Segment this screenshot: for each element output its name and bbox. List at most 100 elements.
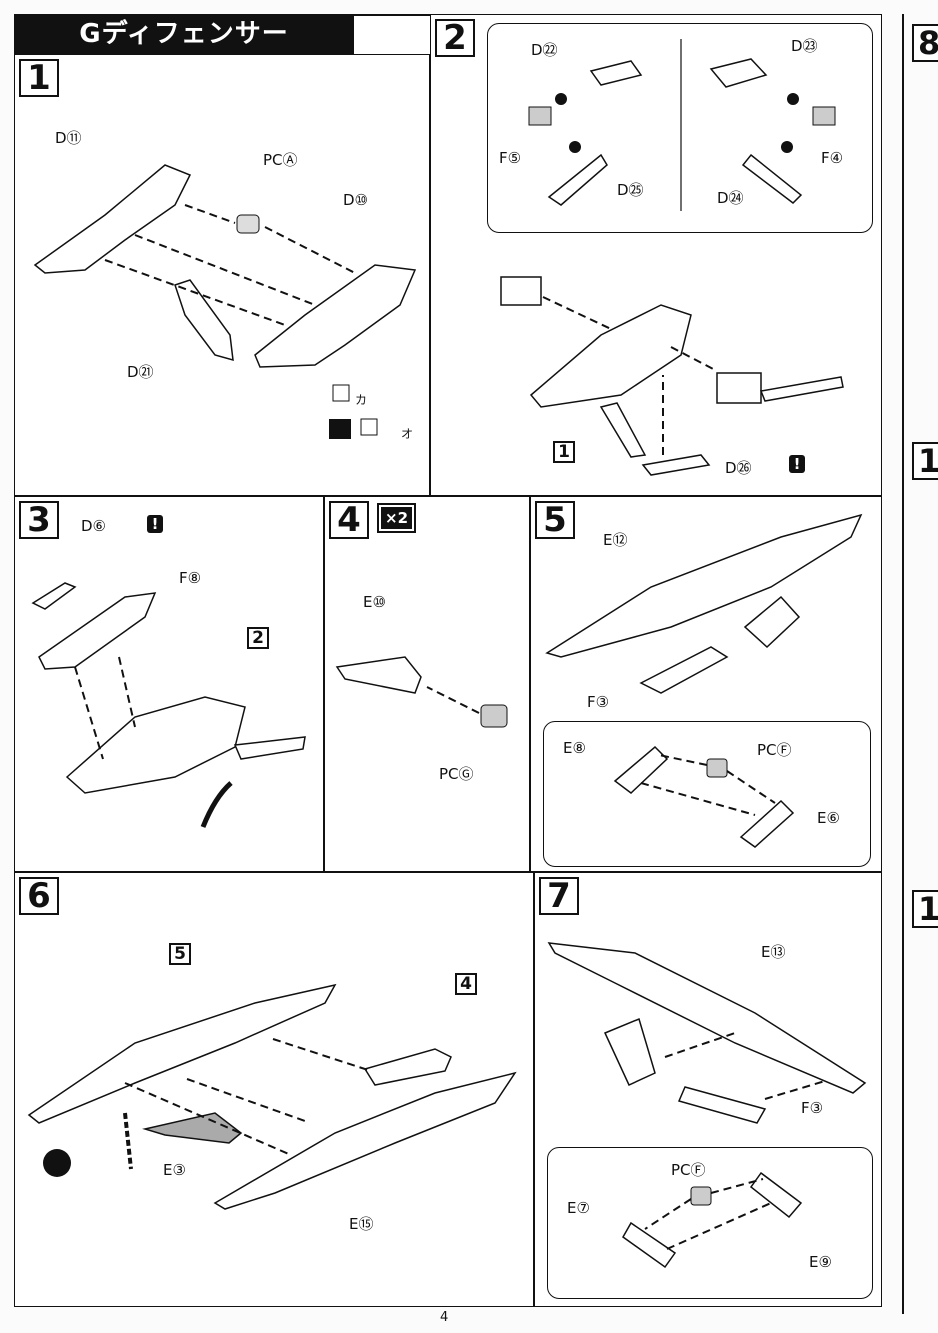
d25-part (547, 153, 608, 206)
e15-part (213, 1071, 517, 1210)
e10-part (363, 1048, 452, 1086)
assembly-arrow (74, 666, 104, 760)
down-arrow-icon (123, 1112, 133, 1170)
step-number: 1 (912, 890, 938, 928)
order-icon (569, 141, 581, 153)
step-number: 4 (329, 501, 369, 539)
part-label: E⑮ (349, 1215, 374, 1233)
step-6-diagram (27, 983, 517, 1210)
e7-part (622, 1221, 677, 1269)
sticker-icon (360, 418, 378, 436)
step-5-panel: 5 E⑫ F③ E⑧ PCⒻ E⑥ (530, 496, 882, 872)
part-label: E⑨ (809, 1253, 832, 1271)
arm-part (603, 1017, 656, 1086)
assembly-arrow (658, 754, 708, 766)
detail-callout (543, 721, 871, 867)
wing-part (599, 402, 647, 458)
d6-part (31, 582, 77, 610)
f8-part (38, 592, 157, 670)
step-1-diagram (33, 164, 417, 439)
arm-part (743, 595, 801, 649)
part-label: D㉕ (617, 181, 644, 199)
sticker-label: カ (355, 393, 368, 407)
d21-part (174, 279, 234, 362)
e10-part (335, 656, 422, 694)
detail-callout (547, 1147, 873, 1299)
step-number: 5 (535, 501, 575, 539)
step-6-panel: 6 5 4 E③ E⑮ (14, 872, 534, 1307)
step-7-diagram (547, 942, 867, 1269)
pc-f-part (706, 758, 728, 778)
e12-part (545, 513, 863, 658)
part-label: PCⒻ (671, 1161, 706, 1179)
quantity-badge: ×2 (376, 503, 417, 533)
symbol-icon (329, 419, 351, 439)
assembly-arrow (186, 1078, 306, 1122)
e-body-part (27, 983, 337, 1124)
assembly-arrow (670, 346, 718, 372)
rotate-arrow-icon (200, 781, 233, 828)
e9-part (749, 1171, 803, 1219)
body-part (65, 696, 246, 794)
assembly-arrow (184, 204, 236, 224)
part-label: PCⒶ (263, 151, 298, 169)
part-label: PCⒻ (757, 741, 792, 759)
part-label: F④ (821, 149, 844, 167)
step-number: 8 (912, 24, 938, 62)
part-label: D㉑ (127, 363, 154, 381)
assembly-arrow (542, 296, 612, 330)
adjacent-page-edge: 8 10 1 (902, 14, 938, 1314)
step-number: 3 (19, 501, 59, 539)
part-label: E⑩ (363, 593, 386, 611)
step-number: 10 (912, 442, 938, 480)
wing-part (233, 736, 306, 760)
step-7-panel: 7 E⑬ F③ PCⒻ E⑦ E⑨ (534, 872, 882, 1307)
assembly-arrow (272, 1038, 372, 1072)
e3-part (142, 1112, 243, 1144)
step-5-diagram (545, 513, 863, 848)
assembly-arrow (726, 770, 776, 804)
step-reference: 2 (247, 627, 269, 649)
assembly-arrow (710, 1178, 764, 1194)
part-label: E⑦ (567, 1199, 590, 1217)
step-3-diagram (31, 582, 306, 828)
assembly-arrow (118, 656, 136, 728)
part-label: D㉓ (791, 37, 818, 55)
order-icon (555, 93, 567, 105)
step-2-panel: 2 D㉒ D㉓ F⑤ F④ D㉕ D㉔ D㉖ ! 1 (430, 14, 882, 496)
part-label: E⑥ (817, 809, 840, 827)
assembly-arrow (764, 1080, 826, 1100)
part-label: E⑬ (761, 943, 786, 961)
step-reference: 4 (455, 973, 477, 995)
d10-part (254, 264, 417, 368)
assembly-arrow (264, 226, 356, 274)
part-label: D㉔ (717, 189, 744, 207)
left-engine (500, 276, 542, 306)
body-part (529, 304, 692, 408)
assembly-arrow (640, 782, 756, 816)
page-number: 4 (440, 1310, 449, 1325)
part-label: F③ (587, 693, 610, 711)
d23-part (709, 58, 768, 88)
caution-icon: ! (147, 515, 163, 533)
caution-icon: ! (789, 455, 805, 473)
part-label: PCⒼ (439, 765, 474, 783)
step-number: 1 (19, 59, 59, 97)
pc-a-part (236, 214, 260, 234)
part-label: F⑤ (499, 149, 522, 167)
part-label: F⑧ (179, 569, 202, 587)
order-icon (781, 141, 793, 153)
f4-part (812, 106, 836, 126)
pc-f-part (690, 1186, 712, 1206)
step-1-panel: 1 D⑪ PCⒶ D⑩ D㉑ カ オ (14, 54, 430, 496)
part-label: E⑫ (603, 531, 628, 549)
assembly-arrow (644, 1198, 692, 1230)
step-number: 6 (19, 877, 59, 915)
sticker-label: オ (401, 427, 414, 441)
assembly-arrow (426, 686, 480, 714)
d24-part (741, 153, 803, 204)
right-engine (716, 372, 762, 404)
e8-part (613, 745, 669, 794)
pc-g-part (480, 704, 508, 728)
part-label: D⑪ (55, 129, 82, 147)
